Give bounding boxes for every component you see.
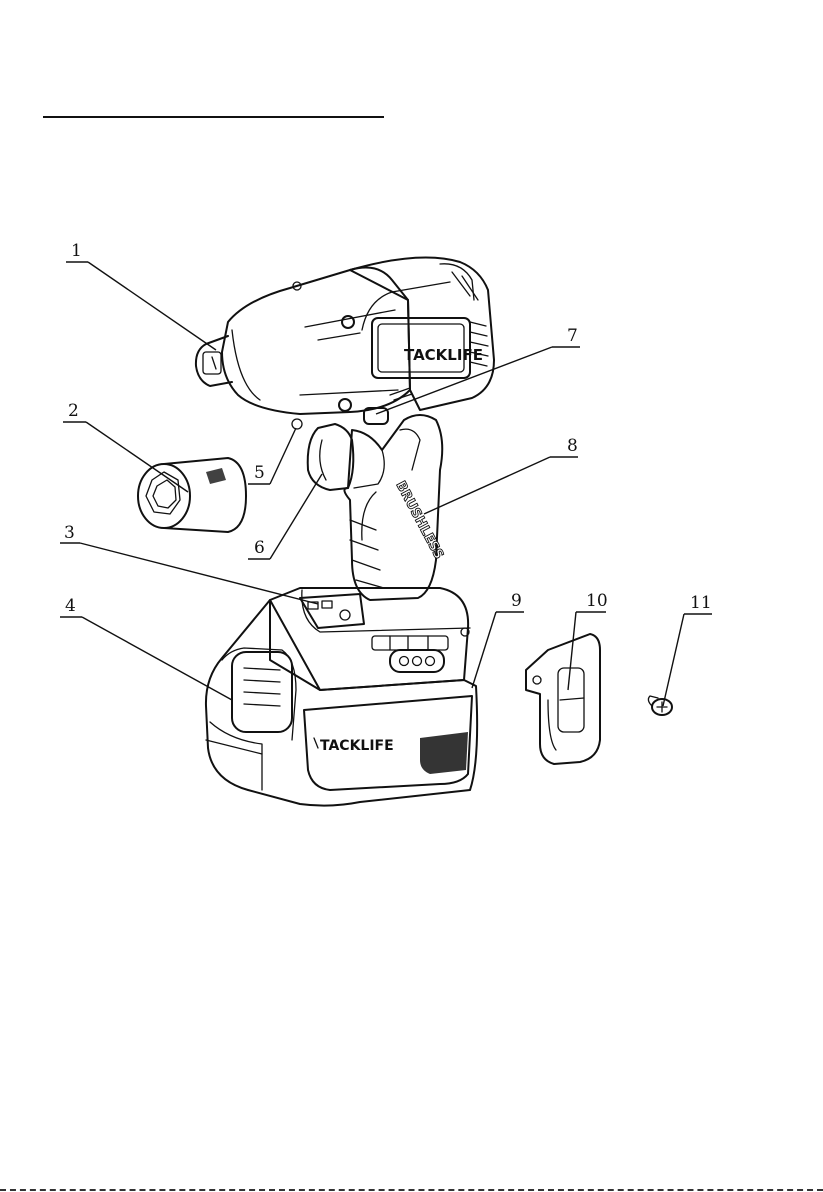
page-bottom-edge xyxy=(0,1189,823,1191)
callout-label-10: 10 xyxy=(586,591,608,611)
belt-clip xyxy=(526,634,600,764)
callout-label-2: 2 xyxy=(68,401,79,421)
callout-6: 6 xyxy=(248,474,322,559)
callout-label-8: 8 xyxy=(567,436,578,456)
callout-3: 3 xyxy=(60,523,318,604)
battery-vent-grille xyxy=(420,732,468,774)
callout-label-5: 5 xyxy=(254,463,265,483)
callout-label-7: 7 xyxy=(567,326,578,346)
callout-11: 11 xyxy=(663,593,712,706)
screw xyxy=(648,696,672,715)
battery-brand-logo: TACKLIFE xyxy=(320,738,394,754)
callout-4: 4 xyxy=(60,596,232,700)
gear-housing xyxy=(222,268,410,414)
callout-8: 8 xyxy=(424,436,578,514)
impact-wrench-illustration: TACKLIFE xyxy=(196,258,494,806)
handle: BRUSHLESS xyxy=(344,415,446,600)
trigger xyxy=(308,424,354,490)
callout-label-9: 9 xyxy=(511,591,522,611)
callout-7: 7 xyxy=(376,326,580,414)
callout-label-1: 1 xyxy=(71,241,82,261)
head-brand-logo: TACKLIFE xyxy=(404,346,483,364)
callout-label-11: 11 xyxy=(690,593,712,613)
callout-label-3: 3 xyxy=(64,523,75,543)
callout-2: 2 xyxy=(63,401,188,492)
callout-1: 1 xyxy=(66,241,216,350)
callout-5: 5 xyxy=(248,428,296,484)
tool-base xyxy=(270,588,470,690)
callout-9: 9 xyxy=(472,591,524,688)
callout-label-6: 6 xyxy=(254,538,265,558)
callout-label-4: 4 xyxy=(65,596,76,616)
motor-housing: TACKLIFE xyxy=(350,258,494,411)
